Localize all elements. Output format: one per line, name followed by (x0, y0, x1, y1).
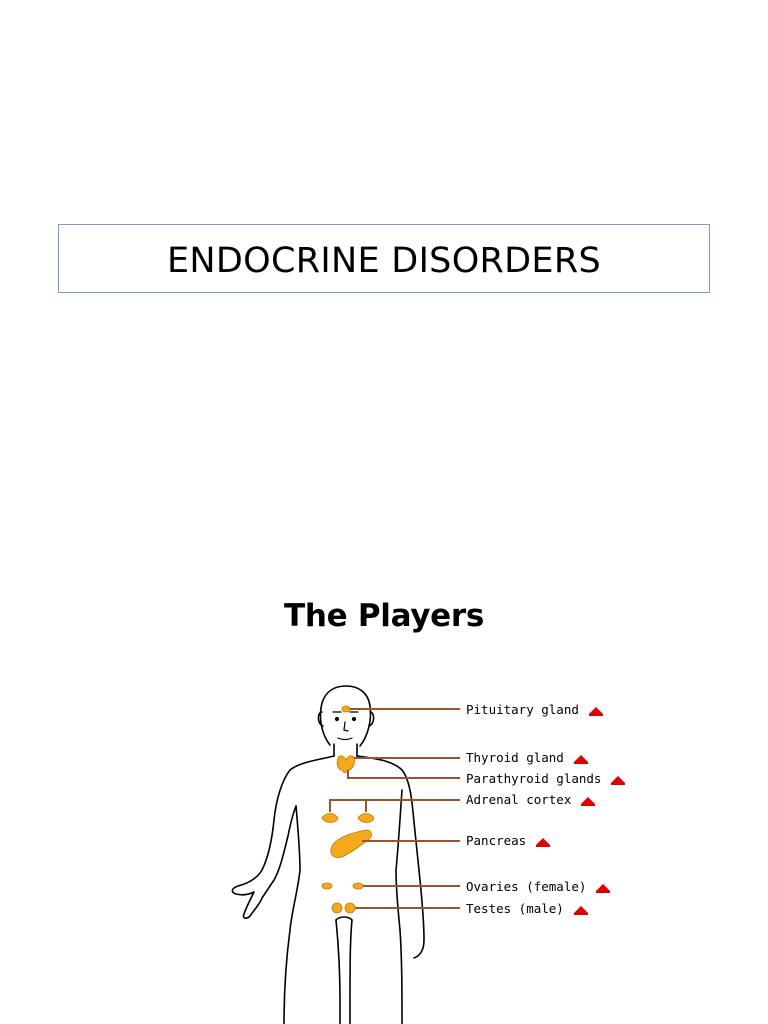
gland-label-pituitary: Pituitary gland (466, 702, 579, 717)
parathyroid-leader (347, 770, 460, 779)
gland-row-thyroid: Thyroid gland (466, 751, 588, 765)
gland-row-testes: Testes (male) (466, 902, 588, 916)
pituitary-gland-shape (341, 705, 351, 713)
pancreas-shape (330, 829, 372, 858)
pituitary-info-arrow-icon[interactable] (588, 706, 603, 716)
title-box: ENDOCRINE DISORDERS (58, 224, 710, 293)
right-ovary-shape (352, 882, 364, 890)
pancreas-info-arrow-icon[interactable] (536, 837, 551, 847)
left-adrenal-shape (321, 813, 339, 823)
right-arm-outline (356, 755, 425, 959)
gland-row-adrenal: Adrenal cortex (466, 792, 596, 807)
adrenal-info-arrow-icon[interactable] (581, 796, 596, 806)
adrenal-leader (329, 799, 460, 812)
gland-row-ovaries: Ovaries (female) (466, 879, 611, 894)
slide-title: ENDOCRINE DISORDERS (167, 240, 601, 281)
glands (321, 705, 375, 914)
gland-label-thyroid: Thyroid gland (466, 750, 564, 765)
gland-label-pancreas: Pancreas (466, 833, 527, 848)
gland-row-parathyroid: Parathyroid glands (466, 771, 626, 786)
right-testis-shape (344, 902, 356, 914)
gland-label-parathyroid: Parathyroid glands (466, 771, 602, 786)
section-heading: The Players (283, 598, 485, 634)
parathyroid-info-arrow-icon[interactable] (611, 775, 626, 785)
leader-lines (329, 708, 460, 909)
ovaries-info-arrow-icon[interactable] (596, 883, 611, 893)
thyroid-gland-shape (336, 755, 355, 774)
gland-label-adrenal: Adrenal cortex (466, 792, 572, 807)
left-testis-shape (331, 902, 343, 914)
gland-label-ovaries: Ovaries (female) (466, 879, 587, 894)
gland-row-pancreas: Pancreas (466, 833, 551, 848)
gland-row-pituitary: Pituitary gland (466, 703, 603, 717)
left-ovary-shape (321, 882, 333, 890)
gland-label-testes: Testes (male) (466, 901, 564, 916)
testes-info-arrow-icon[interactable] (573, 905, 588, 915)
thyroid-info-arrow-icon[interactable] (573, 754, 588, 764)
body-outline (231, 685, 425, 1024)
head-outline (319, 685, 372, 747)
right-adrenal-shape (357, 813, 375, 823)
left-arm-outline (231, 755, 335, 919)
face (332, 711, 359, 741)
